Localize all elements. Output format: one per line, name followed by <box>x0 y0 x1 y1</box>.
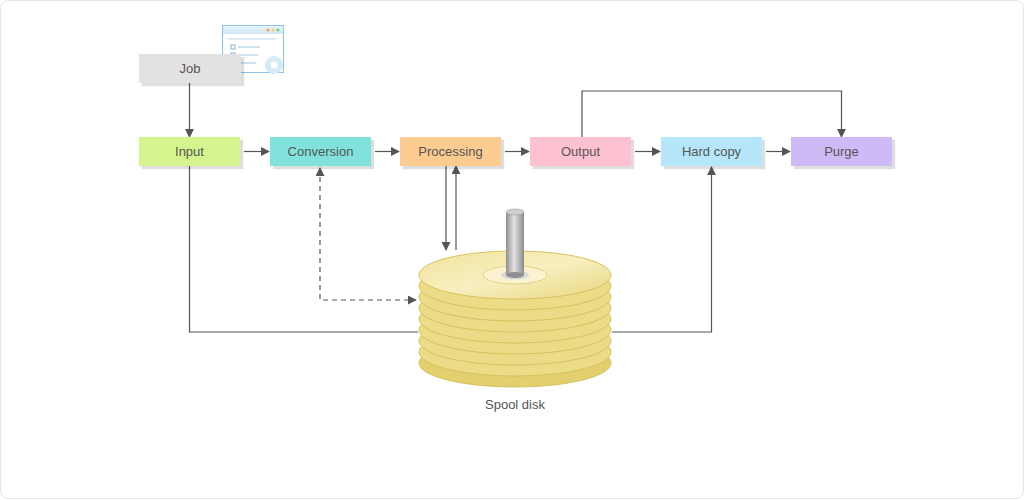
node-label: Spool disk <box>485 397 545 412</box>
process-box: Processing <box>400 137 501 166</box>
flow-arrow <box>635 151 660 152</box>
window-dot <box>271 28 274 31</box>
window-bar <box>223 26 283 34</box>
window-line <box>228 39 276 40</box>
process-box: Hard copy <box>661 137 762 166</box>
spindle-base <box>506 272 524 278</box>
storage-disk: Spool disk <box>418 250 612 412</box>
flow-arrow <box>445 166 446 250</box>
window-line <box>238 47 260 48</box>
checkbox <box>231 45 235 49</box>
node-label: Processing <box>418 144 482 159</box>
window-dot <box>276 28 279 31</box>
process-box: Purge <box>791 137 892 166</box>
flow-arrow <box>190 166 419 332</box>
node-label: Purge <box>824 144 859 159</box>
process-box: Input <box>139 137 240 166</box>
flow-arrow <box>455 166 456 250</box>
window-dot <box>266 28 269 31</box>
flow-arrow <box>505 151 529 152</box>
window-line <box>238 55 258 56</box>
node-label: Output <box>561 144 600 159</box>
node-label: Input <box>175 144 204 159</box>
spindle-top <box>506 209 524 215</box>
process-box: Output <box>530 137 631 166</box>
dashed-connector <box>320 168 416 300</box>
flow-arrow <box>612 167 712 332</box>
gear-icon <box>265 56 283 74</box>
flow-arrow <box>244 151 269 152</box>
flow-arrow <box>189 83 190 137</box>
node-label: Conversion <box>288 144 354 159</box>
gear-hole <box>271 62 278 69</box>
spindle <box>506 212 524 275</box>
flow-arrow <box>766 151 790 152</box>
flow-arrow <box>582 91 842 137</box>
job-box: Job <box>139 54 241 83</box>
process-box: Conversion <box>270 137 371 166</box>
disk-stack-illustration <box>418 205 612 405</box>
node-label: Job <box>180 61 201 76</box>
node-label: Hard copy <box>682 144 741 159</box>
flow-arrow <box>375 151 399 152</box>
